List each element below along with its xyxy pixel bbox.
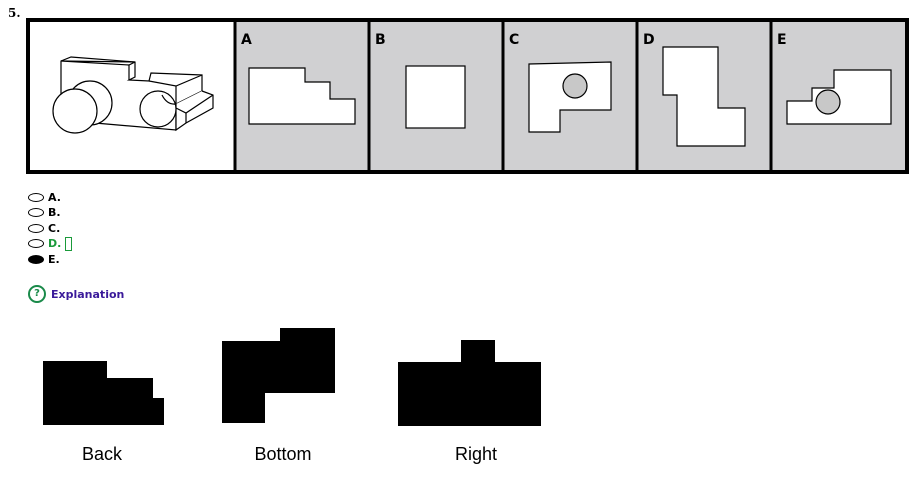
option-b[interactable]: B.	[28, 205, 61, 220]
option-a[interactable]: A.	[28, 190, 61, 205]
option-label: B.	[48, 206, 61, 219]
choice-b-shape	[405, 65, 466, 129]
radio-c[interactable]	[28, 224, 44, 233]
view-caption-bottom: Bottom	[254, 444, 312, 464]
explanation-link[interactable]: ? Explanation	[28, 285, 124, 303]
view-caption-back: Back	[81, 444, 123, 464]
choice-d-shape	[662, 46, 746, 147]
radio-d[interactable]	[28, 239, 44, 248]
question-number: 5.	[8, 6, 21, 20]
correct-answer-marker	[65, 236, 73, 251]
choice-letter-d: D	[643, 32, 655, 48]
bottom-view-shape	[222, 328, 335, 423]
view-caption-right: Right	[454, 444, 498, 464]
choice-letter-e: E	[777, 32, 787, 48]
right-view-shape	[398, 340, 541, 426]
radio-b[interactable]	[28, 208, 44, 217]
option-label: E.	[48, 253, 60, 266]
help-icon: ?	[28, 285, 46, 303]
option-d[interactable]: D.	[28, 236, 73, 251]
choice-letter-a: A	[241, 32, 252, 48]
explanation-label: Explanation	[51, 287, 125, 301]
option-c[interactable]: C.	[28, 221, 60, 236]
back-view-shape	[43, 361, 164, 425]
radio-e-selected[interactable]	[28, 255, 44, 264]
choice-letter-b: B	[375, 32, 386, 48]
choice-a-shape	[248, 67, 356, 125]
option-label: A.	[48, 191, 61, 204]
choice-letter-c: C	[509, 32, 519, 48]
option-e[interactable]: E.	[28, 252, 60, 267]
option-label: C.	[48, 222, 61, 235]
option-label: D.	[48, 237, 62, 250]
isometric-object	[52, 56, 214, 134]
radio-a[interactable]	[28, 193, 44, 202]
